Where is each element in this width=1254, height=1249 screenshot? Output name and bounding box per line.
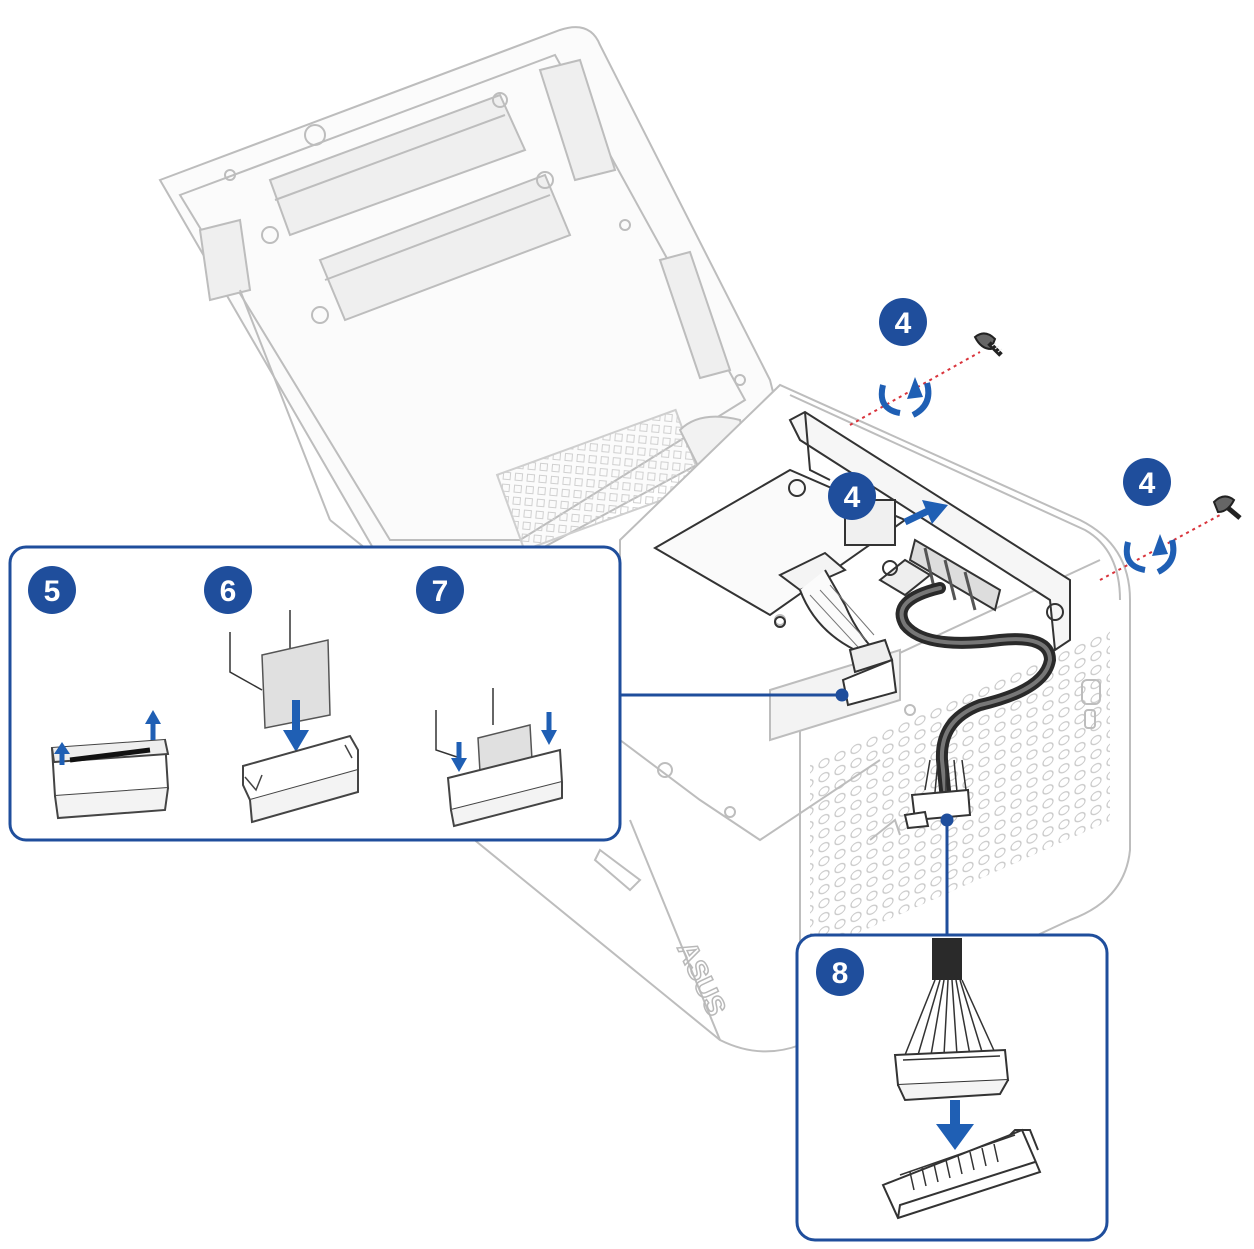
power-cable [895, 582, 1057, 830]
step-7-press-latch: 7 [416, 566, 564, 828]
svg-text:4: 4 [895, 307, 912, 340]
connector-plug [893, 938, 1010, 1102]
screw-right: 4 [1099, 458, 1242, 581]
svg-text:8: 8 [832, 957, 849, 990]
step-badge-4-right: 4 [1123, 458, 1171, 506]
rotate-icon [878, 377, 932, 418]
ribbon-cable [778, 551, 898, 707]
step-badge-4-bracket: 4 [828, 472, 876, 520]
ssd-slot-1 [268, 93, 527, 237]
up-arrow-icon [145, 710, 161, 740]
svg-text:6: 6 [220, 575, 237, 608]
down-arrow-icon [936, 1100, 974, 1150]
down-arrow-icon [541, 712, 557, 745]
callout-lines [620, 688, 954, 935]
right-arrow-icon [903, 500, 948, 526]
down-arrow-icon [451, 742, 467, 772]
svg-text:5: 5 [44, 575, 61, 608]
step-5-release-latch: 5 [28, 566, 170, 820]
svg-text:4: 4 [844, 481, 861, 514]
device-lid [158, 26, 782, 561]
step-badge-4-top: 4 [879, 298, 927, 346]
screw-top: 4 [849, 298, 1003, 426]
bracket-step: 4 [828, 472, 948, 526]
callout-panel-ffc: 5 6 [8, 545, 622, 842]
screw-icon [1212, 495, 1242, 520]
screw-icon [973, 332, 1003, 357]
step-6-insert-cable: 6 [204, 566, 359, 824]
callout-panel-power-connector: 8 [795, 933, 1109, 1242]
rotate-icon [1123, 534, 1177, 575]
ssd-slot-2 [318, 173, 572, 322]
up-arrow-icon [54, 742, 70, 765]
svg-text:4: 4 [1139, 467, 1156, 500]
down-arrow-icon [283, 700, 309, 752]
step-badge-8: 8 [816, 948, 864, 996]
connector-socket [881, 1128, 1042, 1220]
svg-text:7: 7 [432, 575, 449, 608]
